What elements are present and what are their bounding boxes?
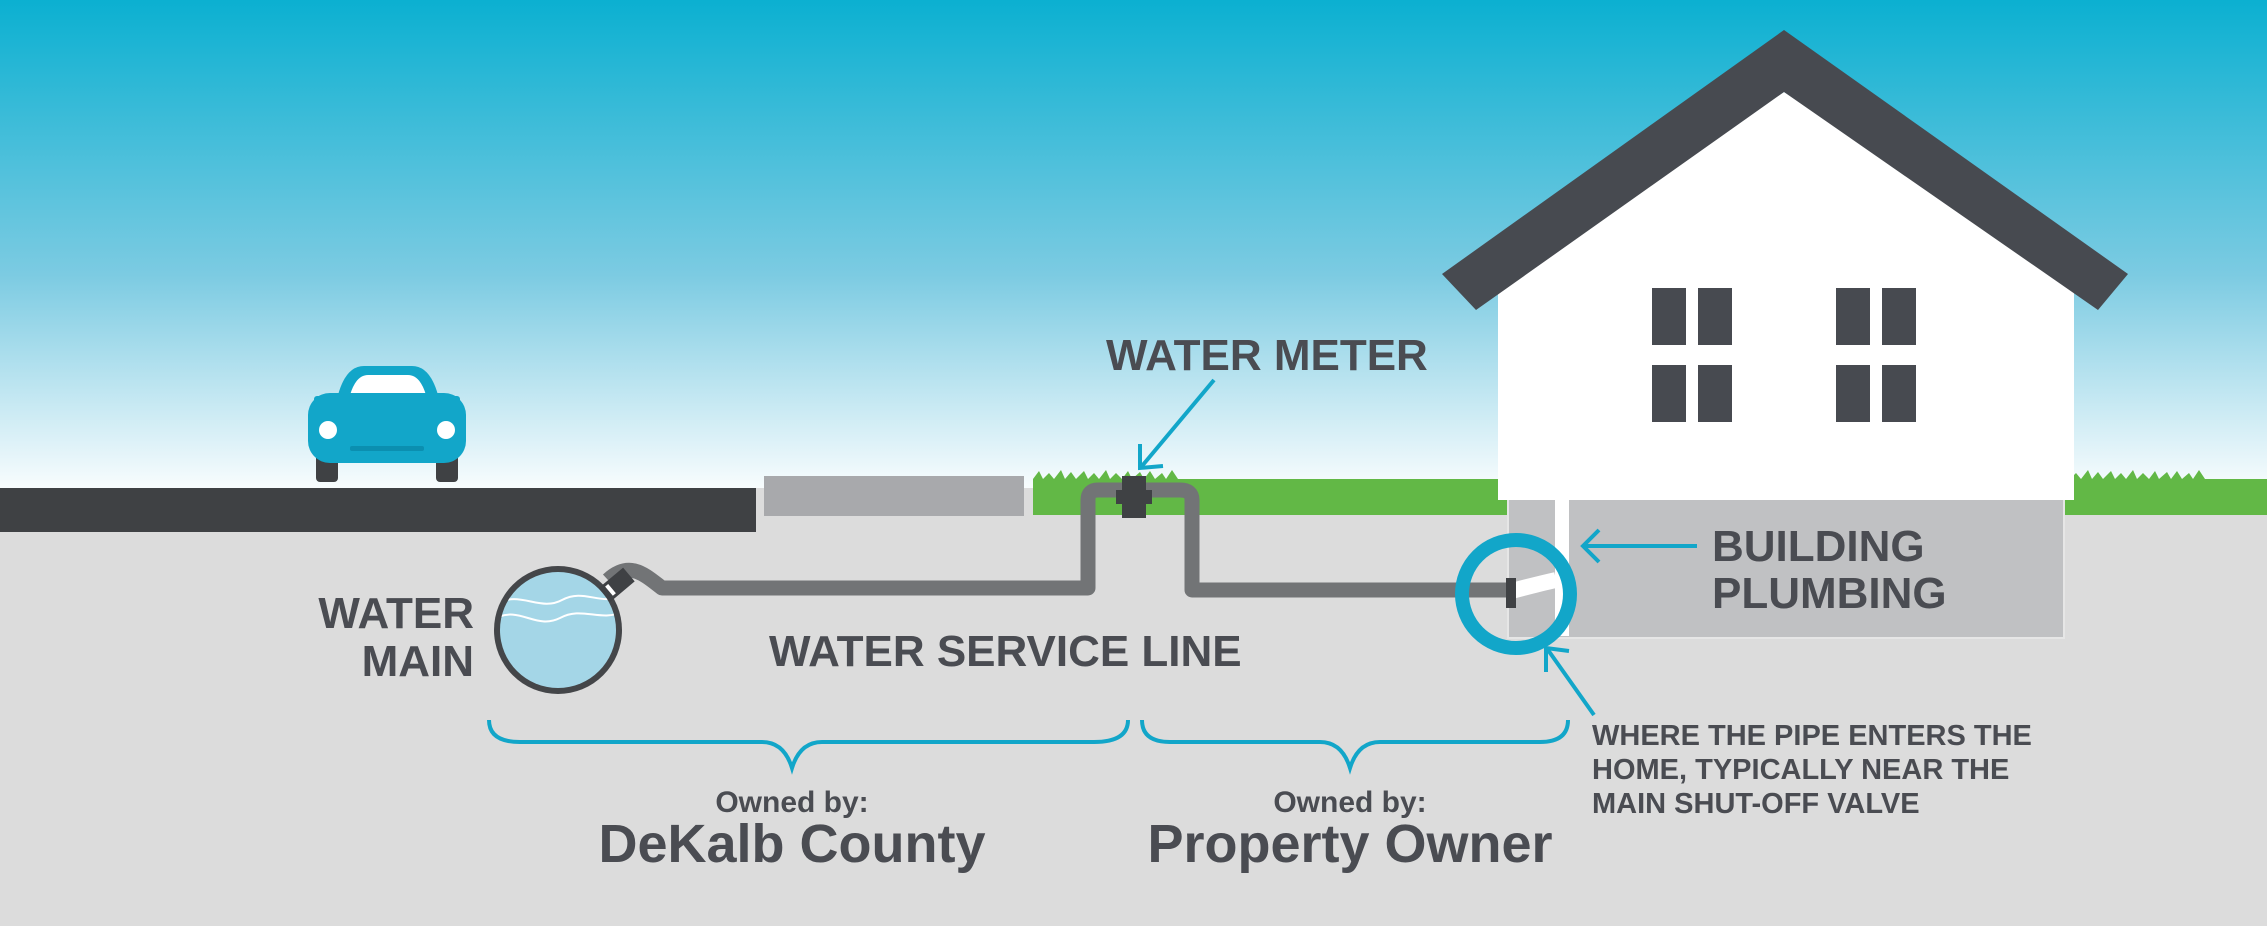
water-main-icon	[494, 566, 635, 694]
window-right	[1836, 288, 1916, 422]
pipe-entry-arrow	[1544, 645, 1596, 717]
sidewalk	[764, 476, 1024, 516]
county-owned-by: Owned by:	[715, 786, 868, 819]
property-brace	[1140, 719, 1570, 775]
shutoff-valve-icon	[1455, 533, 1577, 655]
service-line-label: WATER SERVICE LINE	[769, 627, 1242, 676]
property-owned-by: Owned by:	[1273, 786, 1426, 819]
water-main-label-1: WATER	[318, 589, 474, 638]
house-roof	[1442, 30, 2128, 310]
property-owner-name: Property Owner	[1147, 814, 1552, 874]
entry-note-line-1: WHERE THE PIPE ENTERS THE	[1592, 720, 2032, 752]
foundation	[1508, 495, 2064, 638]
water-main-label-2: MAIN	[362, 637, 474, 686]
county-owner-name: DeKalb County	[598, 814, 985, 874]
entry-note-line-3: MAIN SHUT-OFF VALVE	[1592, 788, 1920, 820]
road	[0, 488, 756, 532]
house-wall	[1498, 92, 2074, 498]
water-meter-arrow	[1138, 378, 1216, 471]
water-meter-icon	[1116, 476, 1152, 518]
building-plumbing-arrow	[1580, 528, 1697, 564]
building-plumbing-label-2: PLUMBING	[1712, 569, 1947, 618]
county-brace	[487, 719, 1130, 775]
house-icon	[1442, 30, 2128, 639]
window-left	[1652, 288, 1732, 422]
car-icon	[308, 366, 466, 482]
building-plumbing-label-1: BUILDING	[1712, 522, 1925, 571]
entry-note-line-2: HOME, TYPICALLY NEAR THE	[1592, 754, 2009, 786]
water-meter-label: WATER METER	[1106, 331, 1428, 380]
